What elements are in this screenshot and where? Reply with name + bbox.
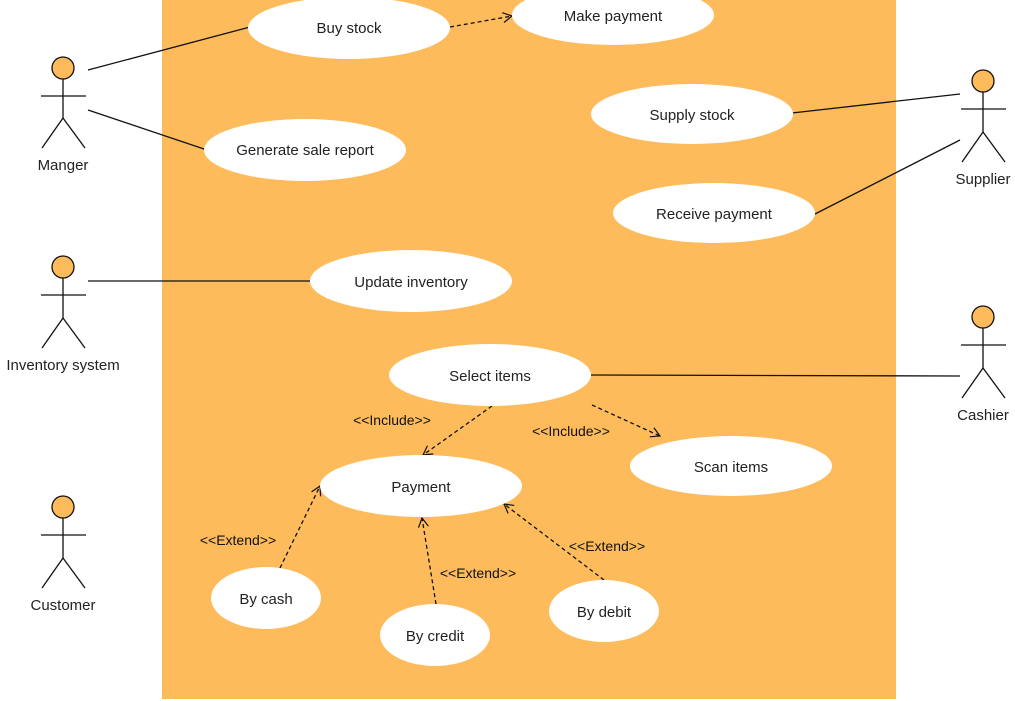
include-arrow-payment: [421, 405, 493, 456]
association-supplier-receive-payment: [814, 139, 961, 215]
actor-label-inventory-system: Inventory system: [6, 357, 119, 374]
include-label-scan: <<Include>>: [532, 423, 610, 439]
extend-arrow-credit: [417, 516, 437, 605]
use-case-select-items[interactable]: Select items: [389, 344, 591, 406]
use-case-label: Receive payment: [656, 206, 773, 223]
use-case-payment[interactable]: Payment: [320, 455, 522, 517]
use-case-label: By credit: [406, 628, 465, 645]
include-arrow-scan: [591, 404, 662, 438]
actor-head: [971, 69, 995, 93]
actor-manager[interactable]: [41, 56, 86, 149]
use-case-label: By debit: [577, 604, 632, 621]
use-case-label: Make payment: [564, 8, 663, 25]
actor-head: [51, 56, 75, 80]
extend-label-debit: <<Extend>>: [569, 538, 645, 554]
use-case-label: Supply stock: [649, 107, 735, 124]
actor-label-supplier: Supplier: [955, 171, 1010, 188]
extend-label-credit: <<Extend>>: [440, 565, 516, 581]
use-case-receive-payment[interactable]: Receive payment: [613, 183, 815, 243]
association-manager-buy-stock: [87, 26, 251, 71]
use-case-make-payment[interactable]: Make payment: [512, 0, 714, 45]
use-case-label: Payment: [391, 479, 451, 496]
use-case-supply-stock[interactable]: Supply stock: [591, 84, 793, 144]
associations: [87, 26, 961, 377]
dependency-buy-make-payment: [449, 12, 514, 28]
extend-arrow-cash: [279, 484, 322, 569]
include-label-payment: <<Include>>: [353, 412, 431, 428]
actor-customer[interactable]: [41, 495, 86, 589]
use-case-label: Update inventory: [354, 274, 468, 291]
actor-cashier[interactable]: [961, 305, 1006, 399]
use-case-update-inventory[interactable]: Update inventory: [310, 250, 512, 312]
use-case-buy-stock[interactable]: Buy stock: [248, 0, 450, 59]
use-case-scan-items[interactable]: Scan items: [630, 436, 832, 496]
association-manager-generate-report: [87, 109, 208, 151]
association-cashier-select-items: [590, 374, 961, 377]
actor-supplier[interactable]: [961, 69, 1006, 163]
actor-label-cashier: Cashier: [957, 407, 1009, 424]
use-case-label: By cash: [239, 591, 292, 608]
dependencies: [279, 12, 662, 605]
actor-label-manager: Manger: [38, 157, 89, 174]
use-case-label: Scan items: [694, 459, 768, 476]
actor-label-customer: Customer: [30, 597, 95, 614]
use-case-label: Generate sale report: [236, 142, 374, 159]
association-supplier-supply-stock: [791, 93, 961, 114]
use-case-by-credit[interactable]: By credit: [380, 604, 490, 666]
use-case-label: Select items: [449, 368, 531, 385]
actor-inventory-system[interactable]: [41, 255, 86, 349]
use-case-generate-sale-report[interactable]: Generate sale report: [204, 119, 406, 181]
use-case-by-cash[interactable]: By cash: [211, 567, 321, 629]
use-case-by-debit[interactable]: By debit: [549, 580, 659, 642]
actor-head: [51, 495, 75, 519]
extend-label-cash: <<Extend>>: [200, 532, 276, 548]
use-case-label: Buy stock: [316, 20, 382, 37]
actor-head: [51, 255, 75, 279]
actor-head: [971, 305, 995, 329]
